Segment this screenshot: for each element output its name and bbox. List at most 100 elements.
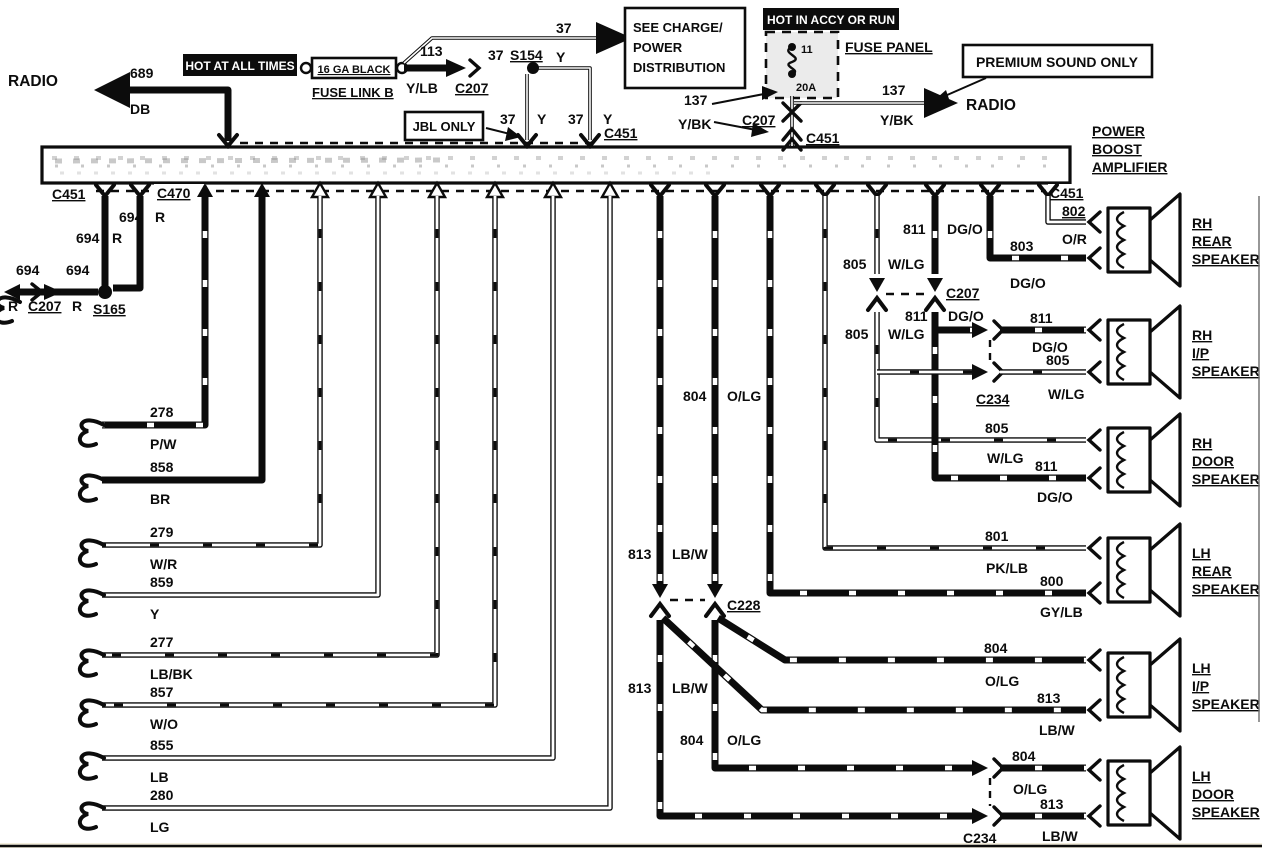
- connector-s165: S165: [93, 301, 126, 317]
- speaker-label: REAR: [1192, 233, 1232, 249]
- wire-color: R: [8, 298, 18, 314]
- lh-speaker-feeds: C228 C234 804 O/LG 813 LB/W 813 LB/W 804…: [628, 196, 1086, 846]
- jbl-only-label: JBL ONLY: [413, 119, 476, 134]
- speaker-cone-icon: [1148, 412, 1182, 508]
- see-charge-arrow-icon: [596, 22, 632, 54]
- c207-arrow-icon: [446, 59, 466, 77]
- wire-color: LB/W: [672, 546, 709, 562]
- wire-color: R: [112, 230, 122, 246]
- amplifier-bar: [40, 145, 1072, 185]
- wire-color: LB/W: [672, 680, 709, 696]
- speaker-rh-rear: RH REAR SPEAKER: [1106, 192, 1260, 288]
- wire-number: 811: [903, 221, 926, 237]
- fuse-link-gauge-label: 16 GA BLACK: [318, 64, 391, 76]
- wire-number: 278: [150, 404, 174, 420]
- speaker-label: I/P: [1192, 678, 1209, 694]
- speaker-lh-door: LH DOOR SPEAKER: [1106, 745, 1260, 841]
- wire-number: 37: [568, 111, 584, 127]
- wire-number: 804: [984, 640, 1008, 656]
- wire-color: R: [155, 209, 165, 225]
- speaker-label: RH: [1192, 327, 1212, 343]
- wire-color: LB: [150, 769, 169, 785]
- wire-number: 694: [76, 230, 100, 246]
- wire-number: 694: [66, 262, 90, 278]
- fuse-rating-label: 20A: [796, 82, 816, 94]
- speaker-label: I/P: [1192, 345, 1209, 361]
- wire-color: W/LG: [888, 256, 925, 272]
- wire-number: 802: [1062, 203, 1086, 219]
- amp-label-line1: POWER: [1092, 123, 1145, 139]
- pointer-arrow-icon: [762, 86, 778, 100]
- wire-number: 804: [680, 732, 704, 748]
- wire-number: 280: [150, 787, 174, 803]
- wire-number: 37: [556, 20, 572, 36]
- wire-color: O/LG: [727, 732, 761, 748]
- s165-splice-dot: [98, 285, 112, 299]
- wire-number: 801: [985, 528, 1009, 544]
- speaker-cone-icon: [1148, 637, 1182, 733]
- wire-number: 813: [628, 680, 652, 696]
- radio-right-label: RADIO: [966, 97, 1016, 114]
- wire-color: Y/BK: [880, 112, 913, 128]
- connector-c451: C451: [806, 130, 840, 146]
- wire-number: 803: [1010, 238, 1034, 254]
- see-charge-line2: POWER: [633, 40, 683, 55]
- amp-label-line2: BOOST: [1092, 141, 1142, 157]
- speaker-label: RH: [1192, 435, 1212, 451]
- connector-c451: C451: [604, 125, 638, 141]
- wire-color: DG/O: [1010, 275, 1046, 291]
- c451-connector-icon: [781, 126, 803, 152]
- speaker-label: LH: [1192, 660, 1211, 676]
- fuse-position-label: 11: [801, 44, 813, 56]
- speaker-label: LH: [1192, 545, 1211, 561]
- wire-number: 859: [150, 574, 174, 590]
- hot-at-all-times-label: HOT AT ALL TIMES: [185, 59, 294, 73]
- wire-color: W/O: [150, 716, 178, 732]
- wire-color: DG/O: [948, 308, 984, 324]
- speaker-cone-icon: [1148, 522, 1182, 618]
- wire-number: 800: [1040, 573, 1064, 589]
- wire-number: 811: [1030, 310, 1053, 326]
- wire-number: 811: [1035, 458, 1058, 474]
- radio-feed-689: RADIO 689 DB: [8, 65, 239, 148]
- speaker-label: DOOR: [1192, 453, 1234, 469]
- wire-number: 811: [905, 308, 928, 324]
- speaker-terminals: [1087, 210, 1102, 828]
- jbl-arrow-icon: [505, 127, 521, 141]
- wire-color: W/LG: [888, 326, 925, 342]
- speaker-rh-ip: RH I/P SPEAKER: [1106, 304, 1260, 400]
- wire-color: O/LG: [727, 388, 761, 404]
- see-charge-line1: SEE CHARGE/: [633, 20, 723, 35]
- left-arrow-icon: [4, 284, 20, 300]
- connector-c470: C470: [157, 185, 191, 201]
- speaker-label: SPEAKER: [1192, 696, 1260, 712]
- connector-c207: C207: [946, 285, 980, 301]
- speaker-label: SPEAKER: [1192, 363, 1260, 379]
- wire-number: 813: [1040, 796, 1064, 812]
- speaker-label: SPEAKER: [1192, 581, 1260, 597]
- speaker-label: RH: [1192, 215, 1212, 231]
- wire-color: O/R: [1062, 231, 1087, 247]
- speaker-rh-door: RH DOOR SPEAKER: [1106, 412, 1260, 508]
- radio-left-label: RADIO: [8, 73, 58, 90]
- wire-number: 113: [420, 43, 443, 59]
- connector-c234: C234: [976, 391, 1010, 407]
- wire-number: 805: [843, 256, 867, 272]
- wire-color: Y: [150, 606, 160, 622]
- left-arrow-icon: [94, 72, 130, 108]
- fuse-box: [764, 30, 840, 100]
- pointer-arrow-icon: [751, 123, 769, 137]
- wire-color: Y: [556, 49, 566, 65]
- wire-color: Y/LB: [406, 80, 438, 96]
- wire-color: Y/BK: [678, 116, 711, 132]
- wire-color: BR: [150, 491, 170, 507]
- wire-color: PK/LB: [986, 560, 1028, 576]
- fuse-panel-label: FUSE PANEL: [845, 39, 933, 55]
- connector-c451: C451: [52, 186, 86, 202]
- wire-color: R: [72, 298, 82, 314]
- wire-number: 689: [130, 65, 154, 81]
- right-arrow-icon: [924, 88, 958, 118]
- wire-color: Y: [603, 111, 613, 127]
- connector-c234: C234: [963, 830, 997, 846]
